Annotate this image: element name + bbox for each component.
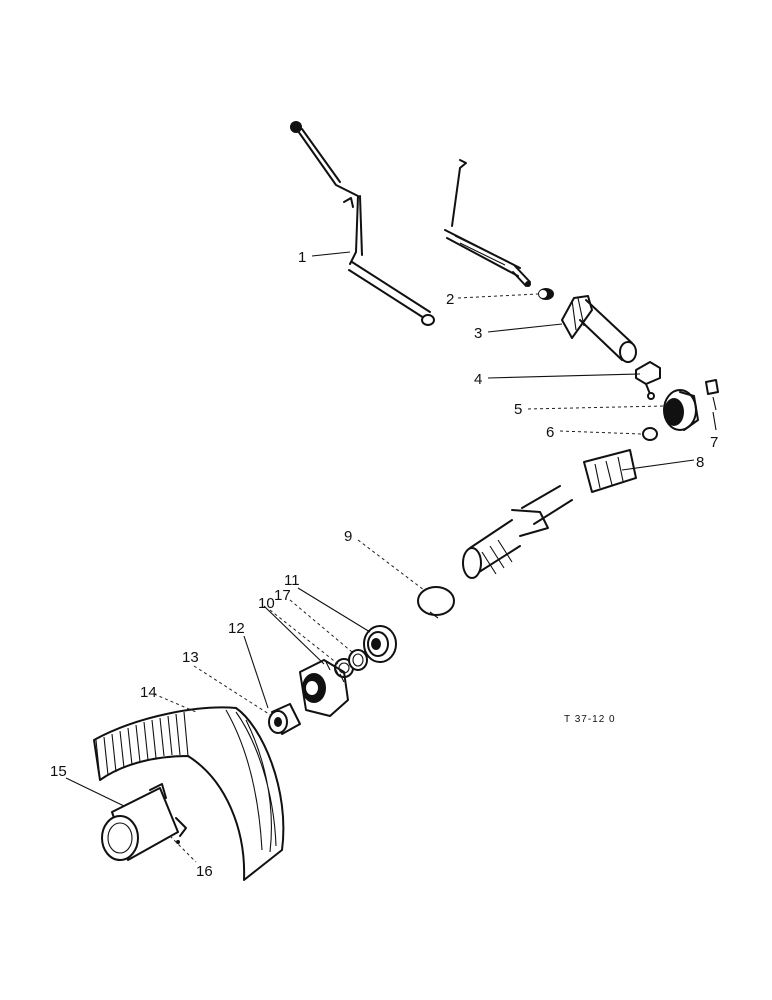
callout-6: 6: [546, 424, 554, 441]
callout-15: 15: [50, 763, 67, 780]
callout-9: 9: [344, 528, 352, 545]
circlip-part-9: [417, 586, 455, 619]
callout-17: 17: [274, 587, 291, 604]
key-part-7: [705, 379, 719, 411]
block-part-4: [635, 361, 661, 400]
callout-7: 7: [710, 434, 718, 451]
flanged-tube-part-3: [561, 295, 637, 363]
cap-part-2: [538, 288, 554, 300]
washer-part-17: [348, 649, 368, 671]
callout-13: 13: [182, 649, 199, 666]
ring-part-6: [642, 427, 658, 441]
callout-16: 16: [196, 863, 213, 880]
guard-sleeve-part-15: [101, 783, 179, 861]
callout-14: 14: [140, 684, 157, 701]
callout-12: 12: [228, 620, 245, 637]
callout-8: 8: [696, 454, 704, 471]
gear-part-12: [299, 659, 349, 717]
callout-2: 2: [446, 291, 454, 308]
callout-5: 5: [514, 401, 522, 418]
shift-lever-part: [290, 121, 435, 326]
callout-4: 4: [474, 371, 482, 388]
selector-rod-part: [444, 159, 531, 287]
callout-3: 3: [474, 325, 482, 342]
callout-1: 1: [298, 249, 306, 266]
callout-10: 10: [258, 595, 275, 612]
shield-part-14: [93, 706, 285, 881]
bearing-part-11: [363, 625, 397, 663]
leader-lines: [65, 251, 717, 863]
gear-collar-part-5: [663, 389, 699, 431]
clip-part-16: [175, 817, 187, 844]
bushing-part-13: [268, 703, 301, 735]
splined-shaft-part-8: [462, 449, 637, 579]
callout-11: 11: [284, 572, 300, 589]
reference-code: T 37-12 0: [564, 714, 616, 725]
